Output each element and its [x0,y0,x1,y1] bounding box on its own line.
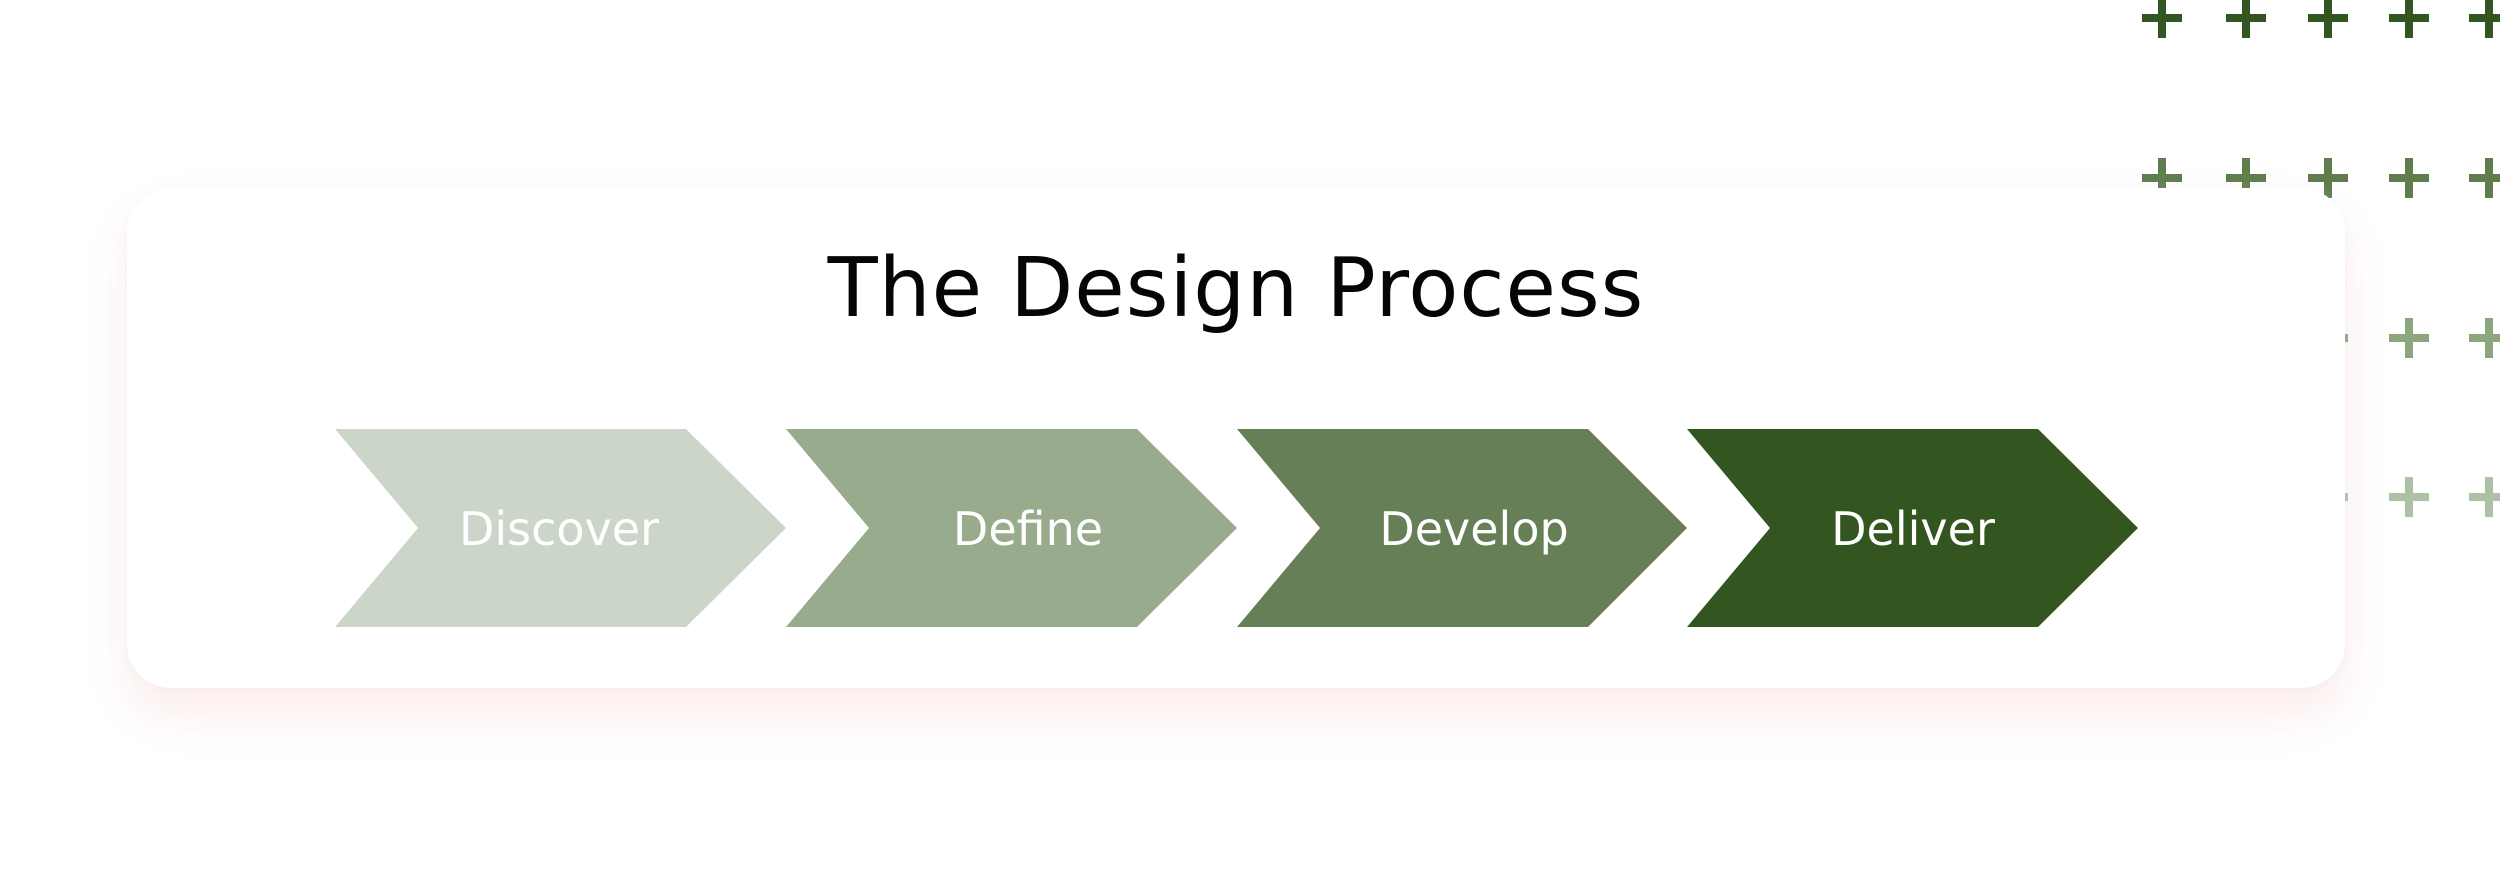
plus-icon [2469,477,2500,517]
plus-icon [2308,0,2348,38]
step-define: Define [786,429,1237,627]
label-develop: Develop [1379,502,1568,556]
plus-icon [2469,0,2500,38]
process-chevrons: Discover Define Develop Deliver [335,429,2138,627]
label-deliver: Deliver [1831,502,1995,556]
chevron-develop [1237,429,1687,627]
chevron-deliver [1687,429,2138,627]
chevron-define [786,429,1237,627]
plus-icon [2389,158,2429,198]
plus-icon [2226,0,2266,38]
plus-icon [2389,0,2429,38]
diagram-card: The Design Process Discover Define Devel… [127,188,2345,688]
plus-icon [2389,477,2429,517]
step-discover: Discover [335,429,786,627]
label-discover: Discover [459,502,659,556]
plus-icon [2469,318,2500,358]
diagram-title: The Design Process [827,241,1645,336]
plus-icon [2389,318,2429,358]
label-define: Define [953,502,1103,556]
chevron-discover [335,429,786,627]
plus-icon [2142,0,2182,38]
plus-icon [2469,158,2500,198]
step-develop: Develop [1237,429,1687,627]
step-deliver: Deliver [1687,429,2138,627]
